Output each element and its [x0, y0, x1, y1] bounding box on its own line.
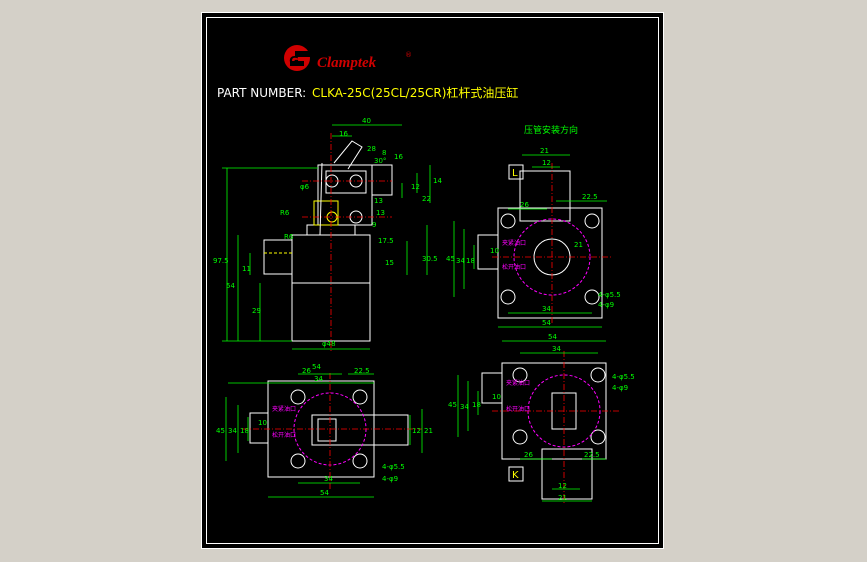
svg-text:28: 28 [367, 145, 376, 153]
svg-text:40: 40 [362, 117, 371, 125]
svg-text:松开油口: 松开油口 [502, 263, 526, 271]
svg-text:10: 10 [258, 419, 267, 427]
svg-text:13: 13 [376, 209, 385, 217]
svg-text:45: 45 [216, 427, 225, 435]
svg-text:8: 8 [382, 149, 386, 157]
svg-text:11: 11 [242, 265, 251, 273]
svg-text:26: 26 [302, 367, 311, 375]
svg-text:54: 54 [312, 363, 321, 371]
svg-text:34: 34 [460, 403, 469, 411]
view-bottom-left: 54 34 26 22.5 45 34 18 10 12 21 34 54 4-… [216, 363, 433, 498]
svg-text:34: 34 [456, 257, 465, 265]
part-number-label: PART NUMBER: [217, 86, 306, 100]
svg-text:夹紧油口: 夹紧油口 [502, 239, 526, 247]
svg-text:10: 10 [492, 393, 501, 401]
svg-text:松开油口: 松开油口 [506, 405, 530, 413]
svg-text:54: 54 [548, 333, 557, 341]
svg-text:22.5: 22.5 [584, 451, 600, 459]
svg-text:21: 21 [574, 241, 583, 249]
svg-text:34: 34 [552, 345, 561, 353]
svg-text:21: 21 [424, 427, 433, 435]
svg-text:22.5: 22.5 [354, 367, 370, 375]
drawing-border [206, 17, 659, 544]
part-number-value: CLKA-25C(25CL/25CR)杠杆式油压缸 [312, 85, 518, 100]
svg-text:54: 54 [542, 319, 551, 327]
view-L: L [446, 147, 621, 328]
svg-text:18: 18 [466, 257, 475, 265]
svg-text:54: 54 [320, 489, 329, 497]
svg-text:34: 34 [314, 375, 323, 383]
svg-text:4-φ9: 4-φ9 [382, 475, 398, 483]
svg-text:15: 15 [385, 259, 394, 267]
svg-text:30.5: 30.5 [422, 255, 438, 263]
svg-text:21: 21 [540, 147, 549, 155]
view-K-marker [508, 466, 524, 482]
svg-text:14: 14 [433, 177, 442, 185]
svg-text:R6: R6 [280, 209, 290, 217]
drawing-sheet: G Clamptek ® PART NUMBER: CLKA-25C(25CL/… [201, 12, 664, 549]
brand-mark: ® [405, 51, 412, 59]
svg-text:12: 12 [411, 183, 420, 191]
svg-text:34: 34 [228, 427, 237, 435]
svg-text:13: 13 [374, 197, 383, 205]
view-K-label: K [512, 470, 519, 481]
svg-text:26: 26 [524, 451, 533, 459]
svg-text:4-φ5.5: 4-φ5.5 [382, 463, 405, 471]
side-dim-labels: 40 16 28 8 30° 16 14 12 22 13 φ6 R6 13 1… [213, 117, 442, 348]
svg-text:12: 12 [558, 482, 567, 490]
svg-text:45: 45 [446, 255, 455, 263]
svg-text:34: 34 [542, 305, 551, 313]
svg-text:16: 16 [394, 153, 403, 161]
view-L-label: L [512, 168, 518, 179]
cad-drawing: G Clamptek ® PART NUMBER: CLKA-25C(25CL/… [213, 45, 635, 505]
logo-letter: G [289, 54, 299, 68]
svg-text:18: 18 [472, 401, 481, 409]
svg-text:4-φ5.5: 4-φ5.5 [612, 373, 635, 381]
svg-text:26: 26 [520, 201, 529, 209]
view-L-marker [508, 164, 524, 180]
svg-text:18: 18 [240, 427, 249, 435]
svg-text:12: 12 [412, 427, 421, 435]
pipe-direction-note: 压管安装方向 [524, 124, 578, 136]
svg-text:17.5: 17.5 [378, 237, 394, 245]
svg-text:4-φ9: 4-φ9 [612, 384, 628, 392]
side-view [263, 140, 393, 342]
svg-text:夹紧油口: 夹紧油口 [272, 405, 296, 413]
svg-text:29: 29 [252, 307, 261, 315]
svg-text:21: 21 [558, 494, 567, 502]
svg-text:12: 12 [542, 159, 551, 167]
svg-text:54: 54 [226, 282, 235, 290]
svg-text:4-φ9: 4-φ9 [598, 301, 614, 309]
svg-text:φ48: φ48 [322, 340, 336, 348]
svg-text:97.5: 97.5 [213, 257, 229, 265]
svg-text:22: 22 [422, 195, 431, 203]
svg-text:16: 16 [339, 130, 348, 138]
svg-text:9: 9 [372, 221, 376, 229]
svg-text:夹紧油口: 夹紧油口 [506, 379, 530, 387]
svg-text:34: 34 [324, 475, 333, 483]
svg-text:φ6: φ6 [300, 183, 310, 191]
svg-text:4-φ5.5: 4-φ5.5 [598, 291, 621, 299]
brand-name: Clamptek [317, 55, 377, 71]
svg-text:45: 45 [448, 401, 457, 409]
side-view-dimensions [222, 124, 431, 350]
svg-text:松开油口: 松开油口 [272, 431, 296, 439]
brand-logo: G Clamptek ® [284, 45, 412, 71]
view-K: K [448, 333, 635, 505]
svg-text:22.5: 22.5 [582, 193, 598, 201]
svg-text:10: 10 [490, 247, 499, 255]
svg-text:R6: R6 [284, 233, 294, 241]
svg-text:30°: 30° [374, 157, 386, 165]
